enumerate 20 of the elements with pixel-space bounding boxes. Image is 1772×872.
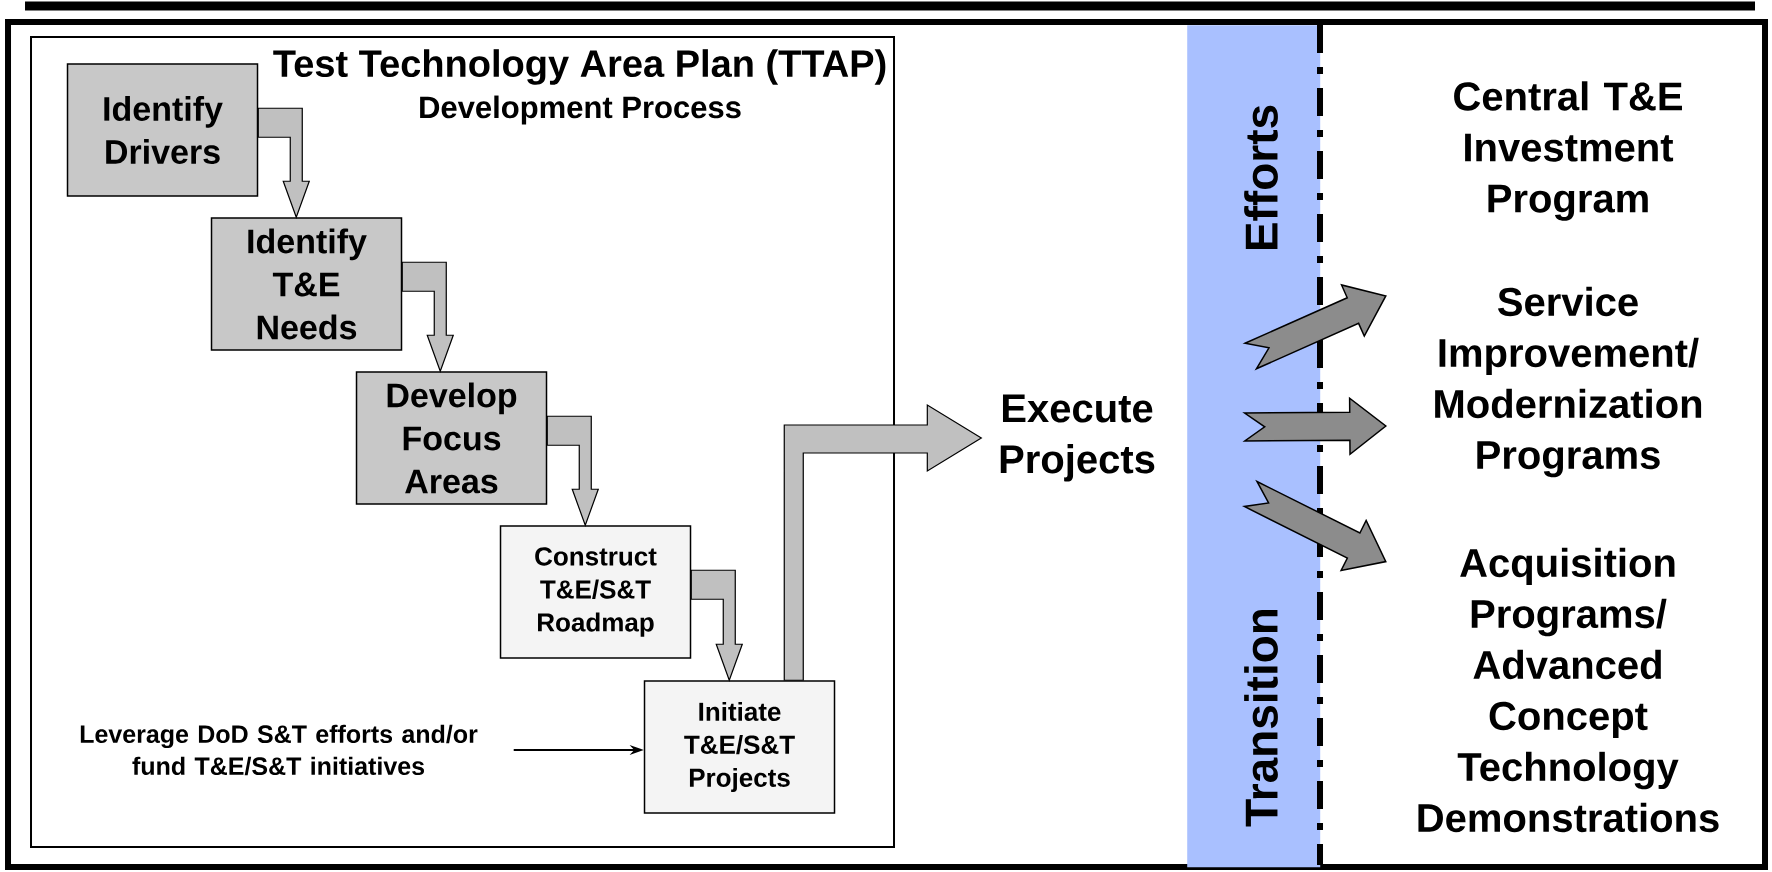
outcome-text: Service Improvement/ Modernization Programs <box>1435 286 1702 478</box>
outcome-text: Central T&E Investment Program <box>1454 81 1682 221</box>
process-box: Develop Focus Areas <box>355 371 548 505</box>
panel-title: Test Technology Area Plan (TTAP) <box>273 49 886 85</box>
panel-subtitle: Development Process <box>420 95 741 125</box>
block-arrow <box>401 261 455 373</box>
block-arrow <box>257 107 311 219</box>
process-box: Identify T&E Needs <box>210 217 403 351</box>
process-box: Identify Drivers <box>66 63 259 197</box>
step-text: Execute Projects <box>1000 394 1155 482</box>
band-label: Transition <box>1244 609 1278 827</box>
block-arrow <box>690 569 744 682</box>
block-arrow <box>783 403 983 681</box>
outcome-text: Acquisition Programs/ Advanced Concept Technology Demonstrations <box>1418 547 1719 833</box>
block-arrow <box>546 415 600 527</box>
note-text: Leverage DoD S&T efforts and/or fund T&E/S&T initiatives <box>80 724 478 776</box>
process-box: Construct T&E/S&T Roadmap <box>499 525 692 659</box>
block-arrow <box>1242 396 1388 456</box>
band-label: Efforts <box>1244 105 1278 250</box>
process-box: Initiate T&E/S&T Projects <box>643 680 836 814</box>
